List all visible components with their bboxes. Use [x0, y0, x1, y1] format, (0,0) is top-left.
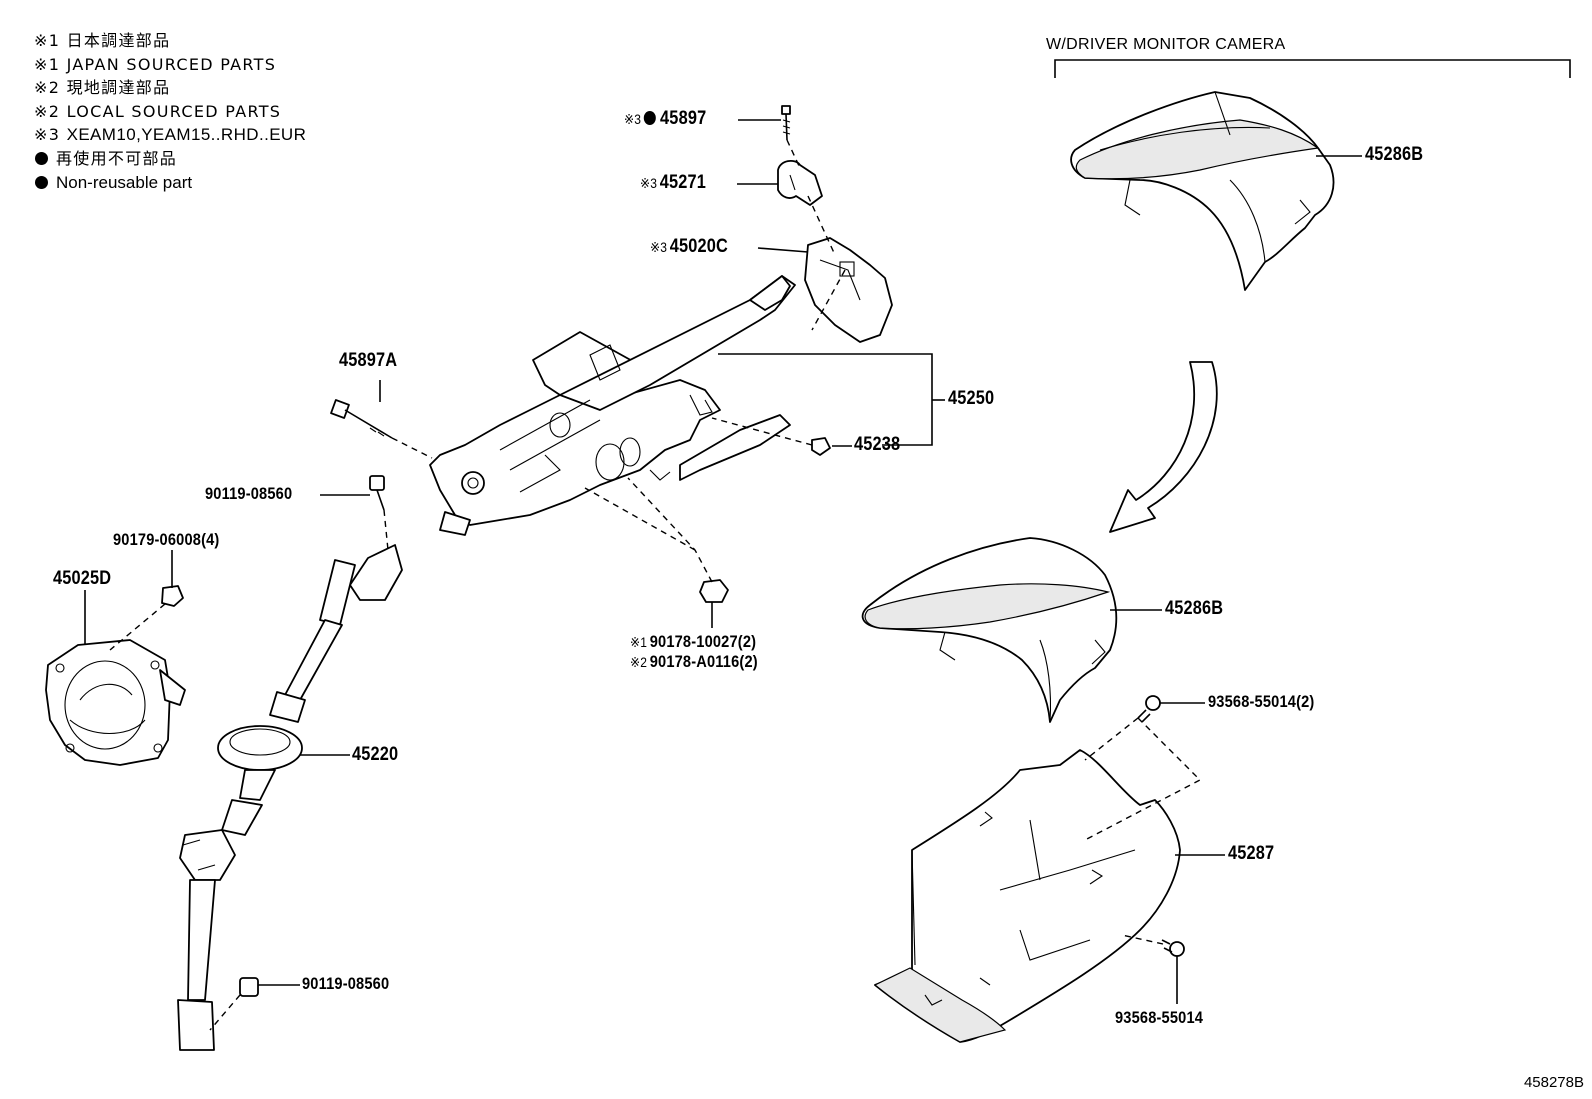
nut-90178 [699, 579, 729, 603]
part-label-90119-upper[interactable]: 90119-08560 [205, 484, 293, 503]
intermediate-shaft-45220 [177, 544, 403, 1051]
nonreusable-dot-icon [643, 111, 656, 125]
nonreusable-dot-icon [35, 175, 48, 189]
screw-93568-lower [1161, 939, 1185, 957]
legend-item-model: ※3 XEAM10,YEAM15..RHD..EUR [34, 125, 307, 145]
guide-45897a [391, 437, 433, 459]
clip-45238 [811, 437, 831, 456]
screw-93568-upper [1137, 695, 1161, 723]
part-label-45286b[interactable]: 45286B [1165, 598, 1224, 619]
part-label-45220[interactable]: 45220 [352, 744, 399, 765]
part-label-45250[interactable]: 45250 [948, 388, 995, 409]
nonreusable-dot-icon [35, 152, 48, 166]
leader-lines [84, 119, 1362, 1004]
bolt-45897 [781, 105, 791, 141]
bracket-45020c [804, 237, 893, 343]
upper-cover-45286b [861, 537, 1118, 723]
part-label-45286b-camera[interactable]: 45286B [1365, 144, 1424, 165]
legend-item-nonreusable-en: Non-reusable part [34, 171, 306, 195]
clamp-45271 [777, 159, 823, 206]
lower-cover-45287 [873, 749, 1181, 1043]
part-label-45287[interactable]: 45287 [1228, 843, 1275, 864]
guide-upper-chain [786, 139, 846, 331]
bolt-45897a [330, 399, 393, 439]
bolt-90119-upper [369, 475, 385, 511]
guide-90119-upper [383, 509, 389, 551]
part-label-45238[interactable]: 45238 [854, 434, 901, 455]
guide-90178 [584, 477, 713, 583]
camera-bracket [1054, 59, 1571, 78]
legend: ※1 日本調達部品 ※1 JAPAN SOURCED PARTS ※2 現地調達… [34, 29, 306, 194]
bolt-90119-lower [239, 977, 259, 997]
cover-45025d [45, 639, 186, 766]
upper-cover-45286b-camera [1070, 91, 1335, 291]
part-label-45025d[interactable]: 45025D [53, 568, 112, 589]
illustration-code: 458278B [1523, 1074, 1584, 1091]
part-label-93568-pair[interactable]: 93568-55014(2) [1208, 692, 1315, 711]
part-label-45897a[interactable]: 45897A [339, 350, 398, 371]
guide-90119-lower [209, 994, 241, 1031]
legend-item-nonreusable-jp: 再使用不可部品 [34, 147, 306, 171]
section-title: W/DRIVER MONITOR CAMERA [1046, 36, 1286, 53]
part-label-90179[interactable]: 90179-06008(4) [113, 530, 220, 549]
steering-column-45250 [429, 275, 796, 536]
legend-item-local-jp: ※2 現地調達部品 [34, 78, 171, 98]
replacement-arrow [1109, 361, 1218, 533]
guide-90179 [109, 603, 166, 651]
guide-cover-lower [1121, 934, 1164, 945]
legend-item-japan-en: ※1 JAPAN SOURCED PARTS [34, 54, 277, 74]
nut-90179 [161, 585, 184, 607]
part-label-93568[interactable]: 93568-55014 [1115, 1008, 1204, 1027]
legend-item-japan-jp: ※1 日本調達部品 [34, 31, 171, 50]
legend-item-local-en: ※2 LOCAL SOURCED PARTS [34, 101, 282, 121]
part-label-90119-lower[interactable]: 90119-08560 [302, 974, 390, 993]
guide-cover-upper [1084, 717, 1202, 841]
